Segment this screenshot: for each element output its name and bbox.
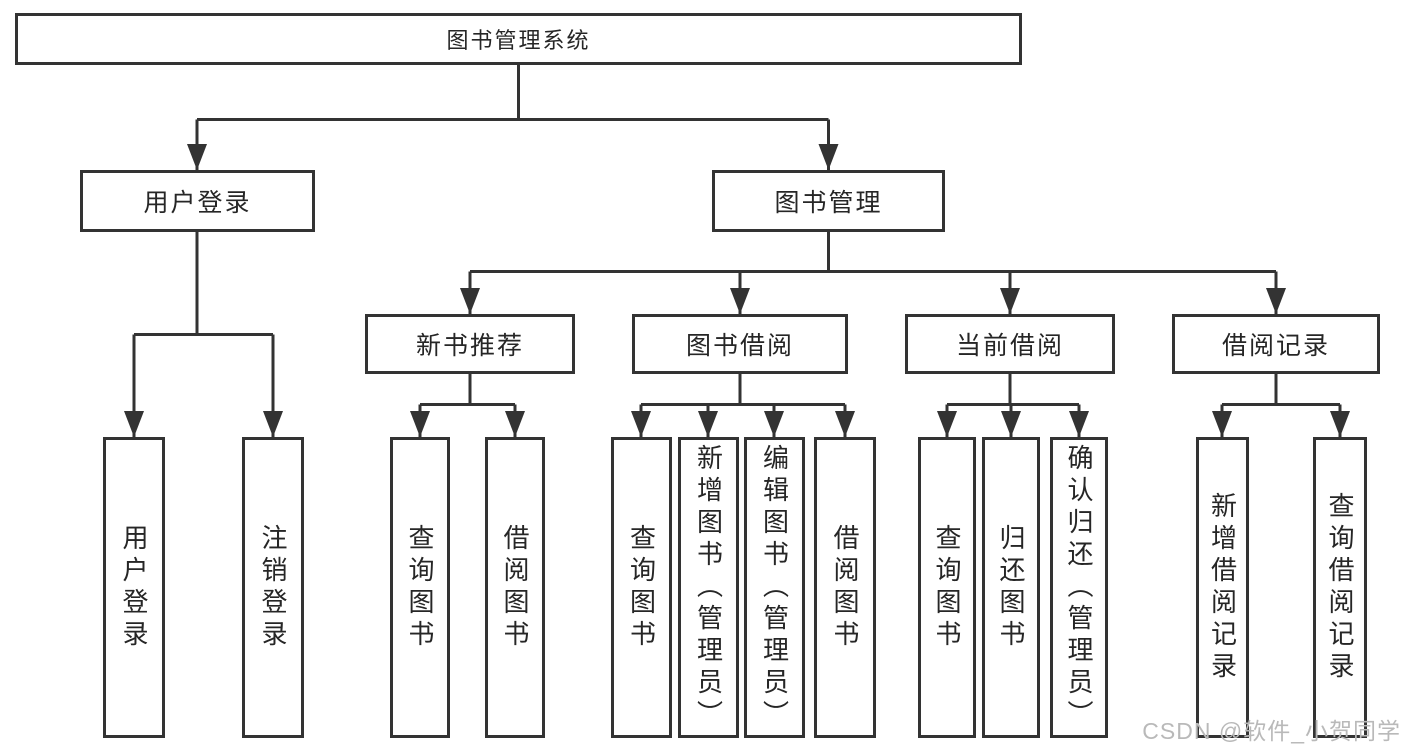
leaf-borrow-query-books: 查询图书 <box>611 437 672 738</box>
arrowhead <box>410 411 430 437</box>
arrowhead <box>835 411 855 437</box>
leaf-borrow-edit-books-admin: 编辑图书（管理员） <box>744 437 805 738</box>
node-label: 归还图书 <box>996 523 1026 652</box>
leaf-user-login: 用户登录 <box>103 437 165 738</box>
connector-root-to-level2 <box>195 65 830 170</box>
arrowhead <box>263 411 283 437</box>
leaf-current-confirm-return-admin: 确认归还（管理员） <box>1050 437 1108 738</box>
leaf-record-add: 新增借阅记录 <box>1196 437 1249 738</box>
node-new-book-recommend: 新书推荐 <box>365 314 575 374</box>
node-label: 当前借阅 <box>955 332 1064 360</box>
node-book-management: 图书管理 <box>712 170 945 232</box>
connector-borrowrecord-to-leaves <box>1220 374 1342 437</box>
node-label: 新书推荐 <box>415 332 524 360</box>
arrowhead <box>818 144 839 170</box>
node-label: 编辑图书（管理员） <box>759 443 790 732</box>
connector-book-management-to-level3 <box>468 232 1278 314</box>
arrowhead <box>124 411 144 437</box>
node-label: 注销登录 <box>258 523 288 652</box>
arrowhead <box>460 288 480 314</box>
leaf-newbook-query-books: 查询图书 <box>390 437 450 738</box>
leaf-borrow-borrow-books: 借阅图书 <box>814 437 876 738</box>
arrowhead <box>1266 288 1286 314</box>
node-user-login-branch: 用户登录 <box>80 170 315 232</box>
node-label: 查询借阅记录 <box>1325 491 1355 684</box>
arrowhead <box>631 411 651 437</box>
node-label: 查询图书 <box>932 523 962 652</box>
node-label: 图书借阅 <box>685 332 794 360</box>
connector-newbook-to-leaves <box>418 374 517 437</box>
node-label: 图书管理系统 <box>446 28 591 53</box>
node-label: 查询图书 <box>626 523 657 652</box>
node-label: 新增图书（管理员） <box>693 443 724 732</box>
arrowhead <box>764 411 784 437</box>
node-label: 借阅图书 <box>830 523 860 652</box>
leaf-record-query: 查询借阅记录 <box>1313 437 1367 738</box>
node-label: 新增借阅记录 <box>1207 491 1238 684</box>
arrowhead <box>1000 288 1020 314</box>
arrowhead <box>187 144 207 170</box>
node-label: 借阅记录 <box>1221 332 1330 360</box>
node-label: 图书管理 <box>774 189 883 217</box>
node-root: 图书管理系统 <box>15 13 1022 65</box>
leaf-newbook-borrow-books: 借阅图书 <box>485 437 545 738</box>
leaf-current-return-books: 归还图书 <box>982 437 1040 738</box>
csdn-watermark: CSDN @软件_小贺同学 <box>1142 718 1401 744</box>
arrowhead <box>698 411 718 437</box>
leaf-logout: 注销登录 <box>242 437 304 738</box>
connector-user-login-to-leaves <box>132 232 275 437</box>
leaf-current-query-books: 查询图书 <box>918 437 976 738</box>
arrowhead <box>730 288 750 314</box>
arrowhead <box>1001 411 1021 437</box>
node-borrow-record: 借阅记录 <box>1172 314 1380 374</box>
leaf-borrow-add-books-admin: 新增图书（管理员） <box>678 437 739 738</box>
arrowhead <box>1212 411 1232 437</box>
node-label: 确认归还（管理员） <box>1064 443 1094 732</box>
arrowhead <box>937 411 957 437</box>
arrowhead <box>505 411 525 437</box>
arrowhead <box>1069 411 1089 437</box>
connector-bookborrow-to-leaves <box>639 374 847 437</box>
node-book-borrow: 图书借阅 <box>632 314 848 374</box>
node-current-borrow: 当前借阅 <box>905 314 1115 374</box>
node-label: 用户登录 <box>143 189 252 217</box>
connector-currentborrow-to-leaves <box>945 374 1081 437</box>
node-label: 借阅图书 <box>500 523 530 652</box>
arrowhead <box>1330 411 1350 437</box>
node-label: 查询图书 <box>405 523 435 652</box>
node-label: 用户登录 <box>119 523 149 652</box>
